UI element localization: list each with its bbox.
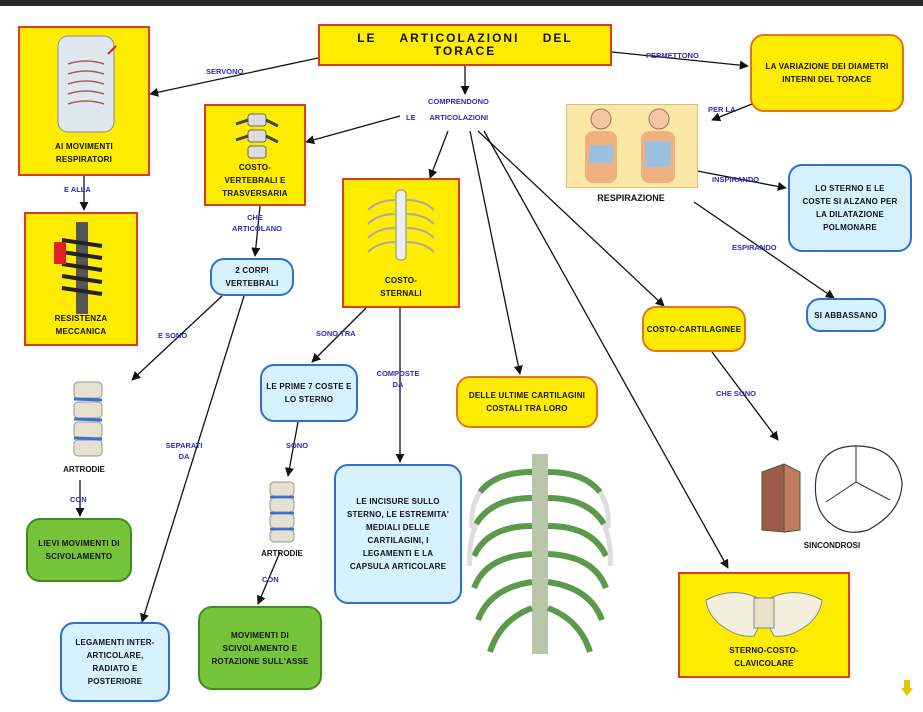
link-che-articolano: CHE ARTICOLANO	[232, 213, 282, 233]
costosternali-text: COSTO-STERNALI	[380, 276, 422, 298]
link-con-2: CON	[262, 575, 279, 584]
node-corpi-vertebrali: 2 CORPI VERTEBRALI	[210, 258, 294, 296]
link-composte-da: COMPOSTE DA	[376, 369, 420, 389]
node-costosternali: COSTO-STERNALI	[342, 178, 460, 308]
node-ultime-cartilagini: DELLE ULTIME CARTILAGINI COSTALI TRA LOR…	[456, 376, 598, 428]
respirazione-caption: RESPIRAZIONE	[597, 193, 665, 203]
vertebra-column-illustration-2	[269, 481, 295, 543]
node-movimenti-rotazione: MOVIMENTI DI SCIVOLAMENTO E ROTAZIONE SU…	[198, 606, 322, 690]
link-servono: SERVONO	[206, 67, 244, 76]
link-e-alla: E ALLA	[64, 185, 91, 194]
costovertebrali-text: COSTO-VERTEBRALI E TRASVERSARIA	[222, 163, 288, 198]
concept-map: LE ARTICOLAZIONI DEL TORACE AI MOVIMENTI…	[0, 6, 923, 712]
movimenti-respiratori-text: AI MOVIMENTI RESPIRATORI	[55, 142, 113, 164]
link-separati-da: SEPARATI DA	[165, 441, 203, 461]
link-sono: SONO	[286, 441, 309, 450]
node-abbassano: SI ABBASSANO	[806, 298, 886, 332]
node-sterno-coste-alzano: LO STERNO E LE COSTE SI ALZANO PER LA DI…	[788, 164, 912, 252]
node-variazione: LA VARIAZIONE DEI DIAMETRI INTERNI DEL T…	[750, 34, 904, 112]
link-espirando: ESPIRANDO	[732, 243, 777, 252]
link-che-sono: CHE SONO	[716, 389, 757, 398]
torso-illustration	[57, 35, 117, 133]
sincondrosi-illustration	[761, 445, 903, 533]
artrodie-caption-2: ARTRODIE	[261, 549, 303, 558]
link-sono-tra: SONO TRA	[316, 329, 356, 338]
link-con-1: CON	[70, 495, 87, 504]
title-box: LE ARTICOLAZIONI DEL TORACE	[318, 24, 612, 66]
clavicle-illustration	[705, 592, 823, 637]
link-e-sono: E SONO	[158, 331, 188, 340]
node-costocartilaginee: COSTO-CARTILAGINEE	[642, 306, 746, 352]
artrodie-caption-1: ARTRODIE	[63, 465, 105, 474]
resistenza-text: RESISTENZA MECCANICA	[54, 314, 108, 336]
node-resistenza-meccanica: RESISTENZA MECCANICA	[24, 212, 138, 346]
link-permettono: PERMETTONO	[646, 51, 699, 60]
connector-lines	[75, 51, 835, 623]
ribcage-illustration	[467, 454, 613, 654]
node-prime-coste: LE PRIME 7 COSTE E LO STERNO	[260, 364, 358, 422]
node-sternocostoclavicolare: STERNO-COSTO-CLAVICOLARE	[678, 572, 850, 678]
shock-absorber-illustration	[54, 222, 103, 314]
link-inspirando: INSPIRANDO	[712, 175, 760, 184]
node-costovertebrali: COSTO-VERTEBRALI E TRASVERSARIA	[204, 104, 306, 206]
link-comprendono: COMPRENDONO	[428, 97, 489, 106]
link-per-la: PER LA	[708, 105, 736, 114]
node-legamenti: LEGAMENTI INTER-ARTICOLARE, RADIATO E PO…	[60, 622, 170, 702]
sincondrosi-caption: SINCONDROSI	[803, 541, 861, 550]
respiration-illustration	[566, 104, 698, 188]
node-lievi-movimenti: LIEVI MOVIMENTI DI SCIVOLAMENTO	[26, 518, 132, 582]
node-movimenti-respiratori: AI MOVIMENTI RESPIRATORI	[18, 26, 150, 176]
vertebra-illustration	[235, 113, 279, 159]
node-incisure: LE INCISURE SULLO STERNO, LE ESTREMITA' …	[334, 464, 462, 604]
corner-icon	[900, 678, 914, 698]
respiration-figure	[585, 108, 675, 183]
sternocostoclavicolare-text: STERNO-COSTO-CLAVICOLARE	[729, 646, 799, 668]
sternum-illustration	[367, 189, 435, 261]
link-le-articolazioni: LE ARTICOLAZIONI	[406, 113, 489, 122]
vertebra-column-illustration	[73, 381, 103, 457]
